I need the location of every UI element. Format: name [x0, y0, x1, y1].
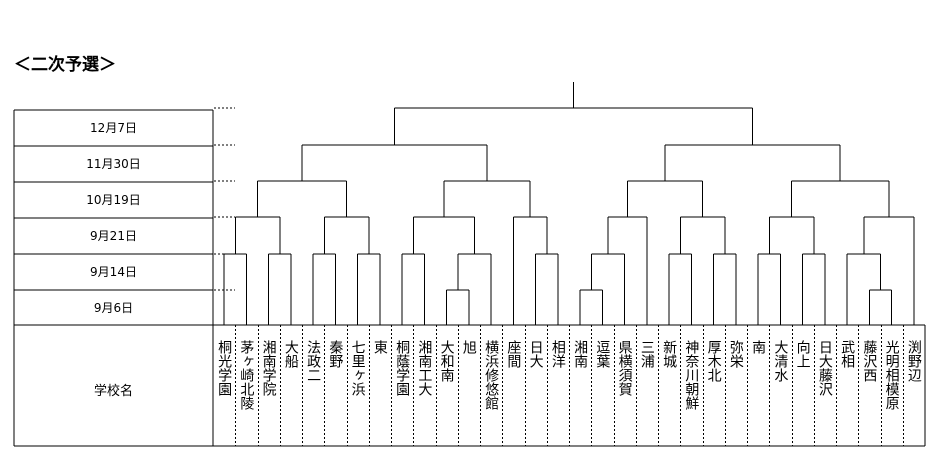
- school-name: 横浜修悠館: [483, 340, 500, 410]
- school-name: 座間: [505, 340, 522, 368]
- school-name: 茅ヶ崎北陵: [238, 340, 255, 410]
- school-name: 大清水: [772, 340, 789, 382]
- school-name: 武相: [839, 340, 856, 368]
- school-name: 向上: [794, 340, 811, 368]
- school-header-label: 学校名: [93, 384, 133, 399]
- school-name: 日大: [527, 340, 544, 368]
- round-label: 9月14日: [90, 265, 137, 279]
- school-name: 相洋: [549, 340, 566, 368]
- school-name: 弥栄: [727, 340, 744, 368]
- school-name: 桐蔭学園: [394, 340, 411, 396]
- school-name: 旭: [460, 340, 477, 354]
- school-name: 七里ヶ浜: [349, 340, 366, 396]
- school-name: 大和南: [438, 340, 455, 382]
- school-name: 渕野辺: [905, 340, 922, 382]
- school-name: 厚木北: [705, 340, 722, 382]
- school-name: 東: [371, 340, 388, 354]
- round-label: 12月7日: [90, 121, 137, 135]
- school-name: 日大藤沢: [816, 340, 833, 396]
- school-name: 光明相模原: [883, 340, 900, 410]
- school-name: 湘南: [572, 340, 589, 368]
- school-name: 県横須賀: [616, 340, 633, 396]
- round-label: 9月6日: [93, 300, 134, 315]
- round-label: 9月21日: [90, 229, 137, 243]
- page-title: ＜二次予選＞: [14, 55, 116, 75]
- school-name: 法政二: [305, 340, 322, 382]
- school-name: 三浦: [638, 340, 655, 368]
- school-name: 秦野: [327, 340, 344, 368]
- round-label: 10月19日: [86, 193, 141, 207]
- school-name: 湘南工大: [416, 340, 433, 396]
- school-name: 逗葉: [594, 340, 611, 368]
- school-name: 南: [750, 340, 767, 354]
- school-name: 湘南学院: [260, 340, 277, 396]
- school-name: 神奈川朝鮮: [683, 340, 700, 410]
- school-name: 藤沢西: [861, 340, 878, 382]
- school-name: 大船: [282, 340, 299, 368]
- school-name: 桐光学園: [216, 340, 233, 396]
- school-name: 新城: [661, 340, 678, 368]
- round-label: 11月30日: [86, 157, 141, 171]
